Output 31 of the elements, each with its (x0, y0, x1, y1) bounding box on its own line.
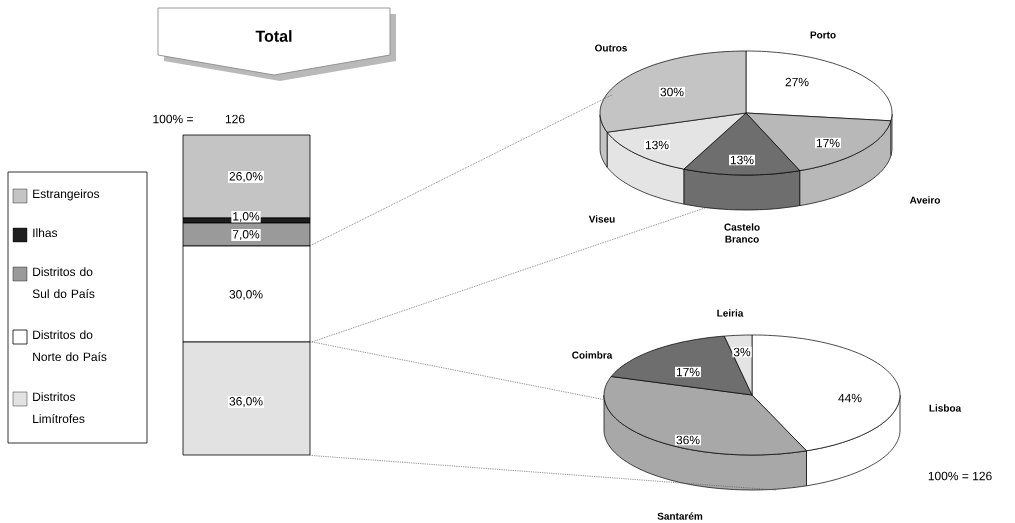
legend-label: Estrangeiros (33, 189, 100, 201)
legend-label: Distritos Limítrofes (33, 392, 85, 423)
legend-label: Ilhas (33, 228, 58, 237)
percent-label: 17% (815, 137, 841, 149)
slice-name: Porto (810, 31, 836, 39)
note-text: 100% = 126 (928, 471, 992, 481)
slice-name: Outros (595, 44, 627, 52)
slice-name: Lisboa (929, 404, 962, 412)
slice-name: Aveiro (909, 196, 940, 204)
slice-name: Santarém (657, 512, 703, 520)
connector-line (310, 94, 613, 246)
connector-line (310, 207, 706, 343)
note-text: 126 (225, 114, 245, 124)
slice-name: Viseu (588, 215, 615, 223)
banner: Total (157, 7, 396, 81)
percent-label: 44% (837, 392, 863, 404)
legend-label: Distritos do Norte do País (33, 330, 107, 361)
percent-label: 13% (729, 154, 755, 166)
bar-segment: 36,0% (182, 341, 311, 456)
bar-segment: 30,0% (182, 245, 311, 343)
slice-name: Leiria (717, 309, 744, 317)
note-text: 100% = (153, 114, 193, 124)
slice-name: Coimbra (572, 351, 613, 359)
percent-label: 3% (732, 346, 752, 358)
bar-segment: 7,0% (182, 222, 311, 247)
percent-label: 13% (644, 139, 670, 151)
percent-label: 17% (675, 366, 701, 378)
slice-name: Castelo Branco (724, 223, 760, 243)
percent-label: 27% (784, 76, 810, 88)
connector-line (310, 341, 604, 400)
legend-label: Distritos do Sul do País (32, 267, 95, 298)
